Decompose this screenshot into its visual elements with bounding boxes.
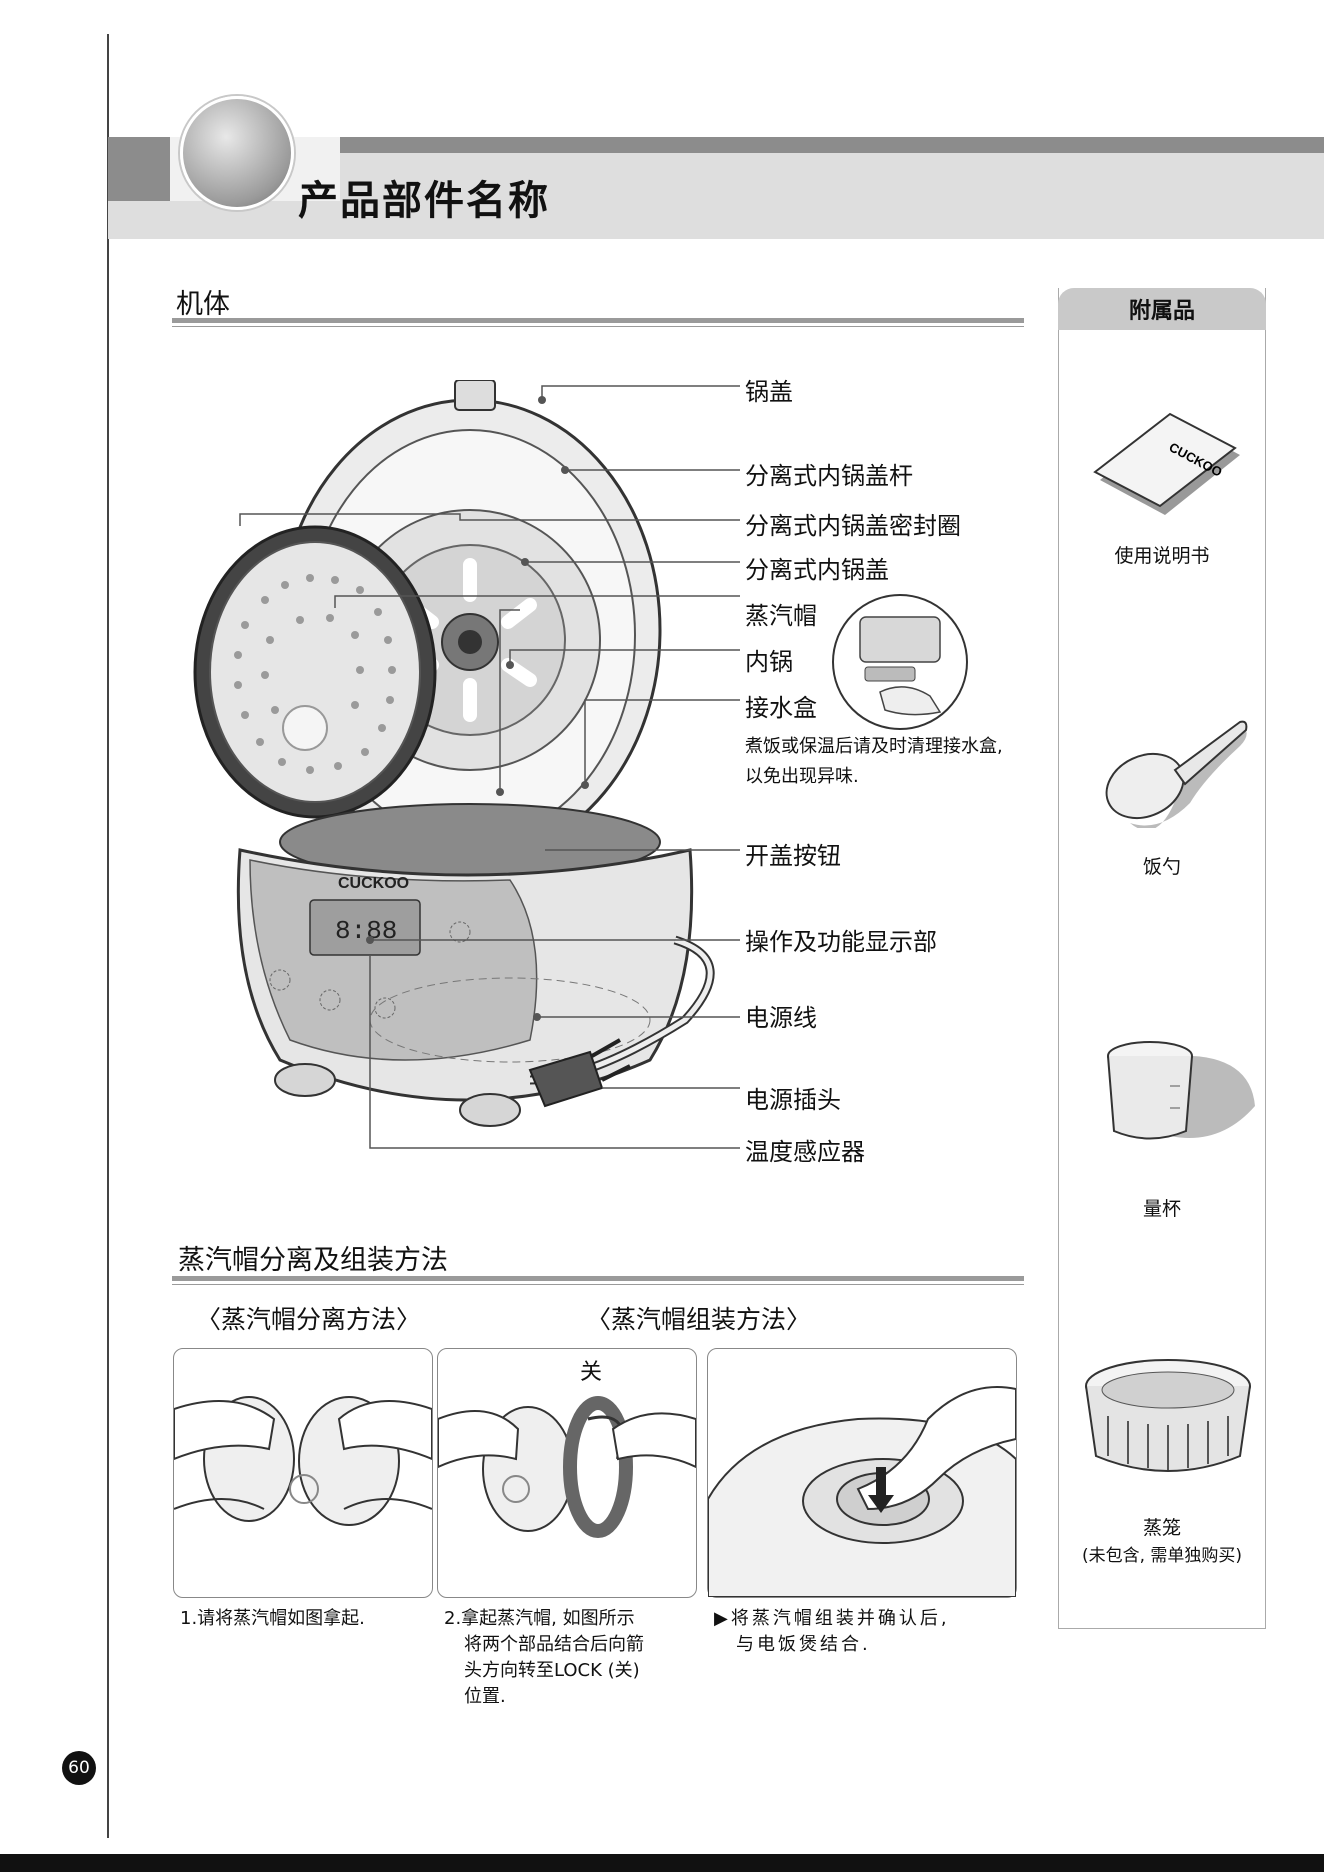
part-label-open-button: 开盖按钮 bbox=[745, 836, 841, 871]
part-label-power-plug: 电源插头 bbox=[745, 1080, 841, 1115]
step1-caption: 1.请将蒸汽帽如图拿起. bbox=[180, 1606, 365, 1632]
step2-illustration bbox=[438, 1349, 696, 1597]
note-line: 煮饭或保温后请及时清理接水盒, bbox=[745, 732, 1003, 762]
part-label-control-panel: 操作及功能显示部 bbox=[745, 922, 937, 957]
step3-illustration-frame bbox=[707, 1348, 1017, 1598]
header-band bbox=[340, 137, 1324, 153]
part-label-inner-lid: 分离式内锅盖 bbox=[745, 550, 889, 585]
section-title-body: 机体 bbox=[176, 282, 230, 321]
bottom-rule bbox=[0, 1854, 1324, 1872]
measuring-cup-illustration bbox=[1100, 1036, 1260, 1156]
accessory-label-manual: 使用说明书 bbox=[1058, 541, 1266, 568]
section-rule bbox=[172, 318, 1024, 323]
drip-tray-inset bbox=[830, 592, 970, 732]
part-label-inner-lid-gasket: 分离式内锅盖密封圈 bbox=[745, 506, 961, 541]
step1-illustration bbox=[174, 1349, 432, 1597]
rice-paddle-illustration bbox=[1100, 708, 1260, 828]
page-title: 产品部件名称 bbox=[298, 168, 550, 226]
step2-line: 头方向转至LOCK (关) bbox=[444, 1658, 644, 1684]
section-rule bbox=[172, 1276, 1024, 1281]
step3-caption: ▶将蒸汽帽组装并确认后, 与电饭煲结合. bbox=[714, 1606, 950, 1658]
manual-illustration: CUCKOO bbox=[1090, 410, 1240, 520]
accessory-label-steamer: 蒸笼 bbox=[1058, 1513, 1266, 1540]
accessories-title: 附属品 bbox=[1058, 288, 1266, 330]
step2-caption: 2.拿起蒸汽帽, 如图所示 将两个部品结合后向箭 头方向转至LOCK (关) 位… bbox=[444, 1606, 644, 1710]
part-label-drip-tray: 接水盒 bbox=[745, 688, 817, 723]
rice-cooker-thumbnail bbox=[180, 96, 294, 210]
step3-illustration bbox=[708, 1349, 1016, 1597]
part-label-steam-cap: 蒸汽帽 bbox=[745, 596, 817, 631]
step2-line: 2.拿起蒸汽帽, 如图所示 bbox=[444, 1606, 644, 1632]
steamer-basket-illustration bbox=[1078, 1356, 1258, 1496]
close-label: 关 bbox=[580, 1354, 602, 1386]
detach-method-title: 〈蒸汽帽分离方法〉 bbox=[196, 1300, 421, 1336]
step1-illustration-frame bbox=[173, 1348, 433, 1598]
part-label-temperature-sensor: 温度感应器 bbox=[745, 1132, 865, 1167]
step3-line: 与电饭煲结合. bbox=[714, 1632, 950, 1658]
assemble-method-title: 〈蒸汽帽组装方法〉 bbox=[586, 1300, 811, 1336]
part-label-power-cord: 电源线 bbox=[745, 998, 817, 1033]
left-margin-rule bbox=[107, 34, 109, 1838]
step2-line: 将两个部品结合后向箭 bbox=[444, 1632, 644, 1658]
page-number: 60 bbox=[62, 1751, 96, 1785]
header-band bbox=[108, 137, 170, 201]
part-label-inner-lid-lever: 分离式内锅盖杆 bbox=[745, 456, 913, 491]
drip-tray-note: 煮饭或保温后请及时清理接水盒, 以免出现异味. bbox=[745, 732, 1003, 792]
accessory-label-measuring-cup: 量杯 bbox=[1058, 1194, 1266, 1221]
note-line: 以免出现异味. bbox=[745, 762, 1003, 792]
section-rule bbox=[172, 326, 1024, 327]
accessory-sublabel-steamer: (未包含, 需单独购买) bbox=[1058, 1541, 1266, 1566]
accessory-label-rice-paddle: 饭勺 bbox=[1058, 852, 1266, 879]
section-rule bbox=[172, 1284, 1024, 1285]
part-label-lid: 锅盖 bbox=[745, 372, 793, 407]
step3-line: ▶将蒸汽帽组装并确认后, bbox=[714, 1606, 950, 1632]
step2-line: 位置. bbox=[444, 1684, 644, 1710]
leader-lines bbox=[170, 380, 750, 1160]
section-title-steam-cap: 蒸汽帽分离及组装方法 bbox=[178, 1238, 448, 1277]
step2-illustration-frame bbox=[437, 1348, 697, 1598]
part-label-inner-pot: 内锅 bbox=[745, 642, 793, 677]
